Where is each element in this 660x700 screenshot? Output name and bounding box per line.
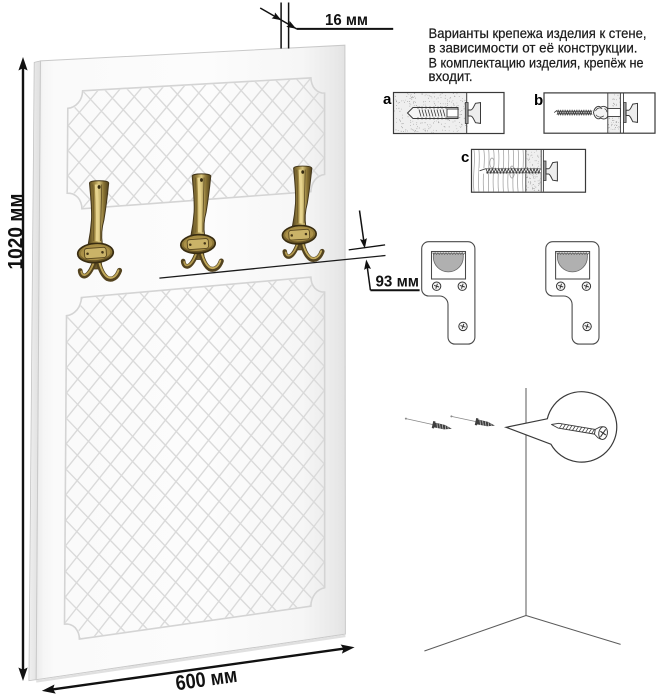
svg-text:a: a xyxy=(383,91,392,108)
svg-text:Варианты крепежа изделия к сте: Варианты крепежа изделия к стене, xyxy=(429,25,647,41)
svg-text:c: c xyxy=(461,149,469,166)
svg-text:16 мм: 16 мм xyxy=(325,12,368,29)
svg-text:93 мм: 93 мм xyxy=(376,274,420,291)
svg-text:b: b xyxy=(534,92,543,109)
svg-text:в зависимости от её конструкци: в зависимости от её конструкции. xyxy=(429,40,638,56)
svg-text:В комплектацию изделия, крепёж: В комплектацию изделия, крепёж не xyxy=(429,54,644,70)
svg-text:1020 мм: 1020 мм xyxy=(5,194,28,270)
svg-text:входит.: входит. xyxy=(429,68,473,84)
